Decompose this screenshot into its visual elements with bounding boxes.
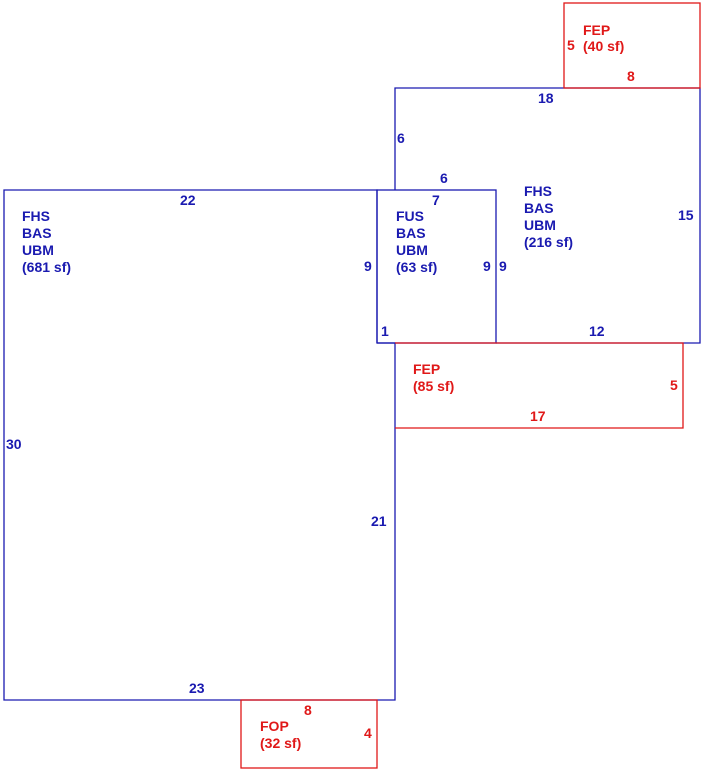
blue-dimensions: 22 30 23 21 9 1 7 9 9 18 6 6 15 12	[6, 90, 694, 696]
main-area-label: FHS BAS UBM (681 sf)	[22, 208, 71, 275]
main-area-size: (681 sf)	[22, 259, 71, 275]
right-area-code-3: UBM	[524, 217, 556, 233]
dim-right-left: 6	[397, 130, 405, 146]
dim-center-top: 7	[432, 192, 440, 208]
dim-fop-top: 8	[304, 702, 312, 718]
dim-main-left: 30	[6, 436, 22, 452]
fep-top-label: FEP (40 sf)	[583, 22, 624, 54]
center-area-code-1: FUS	[396, 208, 424, 224]
fep-mid-outline	[395, 342, 684, 429]
fep-mid-size: (85 sf)	[413, 378, 454, 394]
fop-bottom-label: FOP (32 sf)	[260, 718, 301, 751]
fop-bottom-code: FOP	[260, 718, 289, 734]
right-area-label: FHS BAS UBM (216 sf)	[524, 183, 573, 250]
right-area-code-1: FHS	[524, 183, 552, 199]
red-dimensions: 5 8 5 17 8 4	[304, 37, 678, 741]
dim-fep-top-left: 5	[567, 37, 575, 53]
main-area-code-2: BAS	[22, 225, 52, 241]
dim-fep-top-bottom: 8	[627, 68, 635, 84]
center-area-size: (63 sf)	[396, 259, 437, 275]
dim-right-bottom: 12	[589, 323, 605, 339]
dim-fep-mid-bottom: 17	[530, 408, 546, 424]
right-area-code-2: BAS	[524, 200, 554, 216]
fop-bottom-size: (32 sf)	[260, 735, 301, 751]
dim-main-bottom: 23	[189, 680, 205, 696]
main-area-code-1: FHS	[22, 208, 50, 224]
dim-main-top: 22	[180, 192, 196, 208]
fep-top-outline	[563, 2, 701, 89]
dim-right-side: 15	[678, 207, 694, 223]
fep-mid-label: FEP (85 sf)	[413, 361, 454, 394]
center-area-label: FUS BAS UBM (63 sf)	[396, 208, 437, 275]
center-area-code-3: UBM	[396, 242, 428, 258]
right-area-size: (216 sf)	[524, 234, 573, 250]
fep-top-code: FEP	[583, 22, 610, 38]
dim-main-right-lower: 21	[371, 513, 387, 529]
main-area-code-3: UBM	[22, 242, 54, 258]
dim-right-top: 18	[538, 90, 554, 106]
fep-mid-code: FEP	[413, 361, 440, 377]
dim-fop-right: 4	[364, 725, 372, 741]
dim-right-step: 6	[440, 170, 448, 186]
dim-main-right-upper: 9	[364, 258, 372, 274]
fep-top-size: (40 sf)	[583, 38, 624, 54]
dim-center-right: 9	[483, 258, 491, 274]
dim-fep-mid-right: 5	[670, 377, 678, 393]
dim-right-inner: 9	[499, 258, 507, 274]
center-area-code-2: BAS	[396, 225, 426, 241]
dim-main-step: 1	[381, 323, 389, 339]
fop-bottom-outline	[240, 699, 378, 769]
